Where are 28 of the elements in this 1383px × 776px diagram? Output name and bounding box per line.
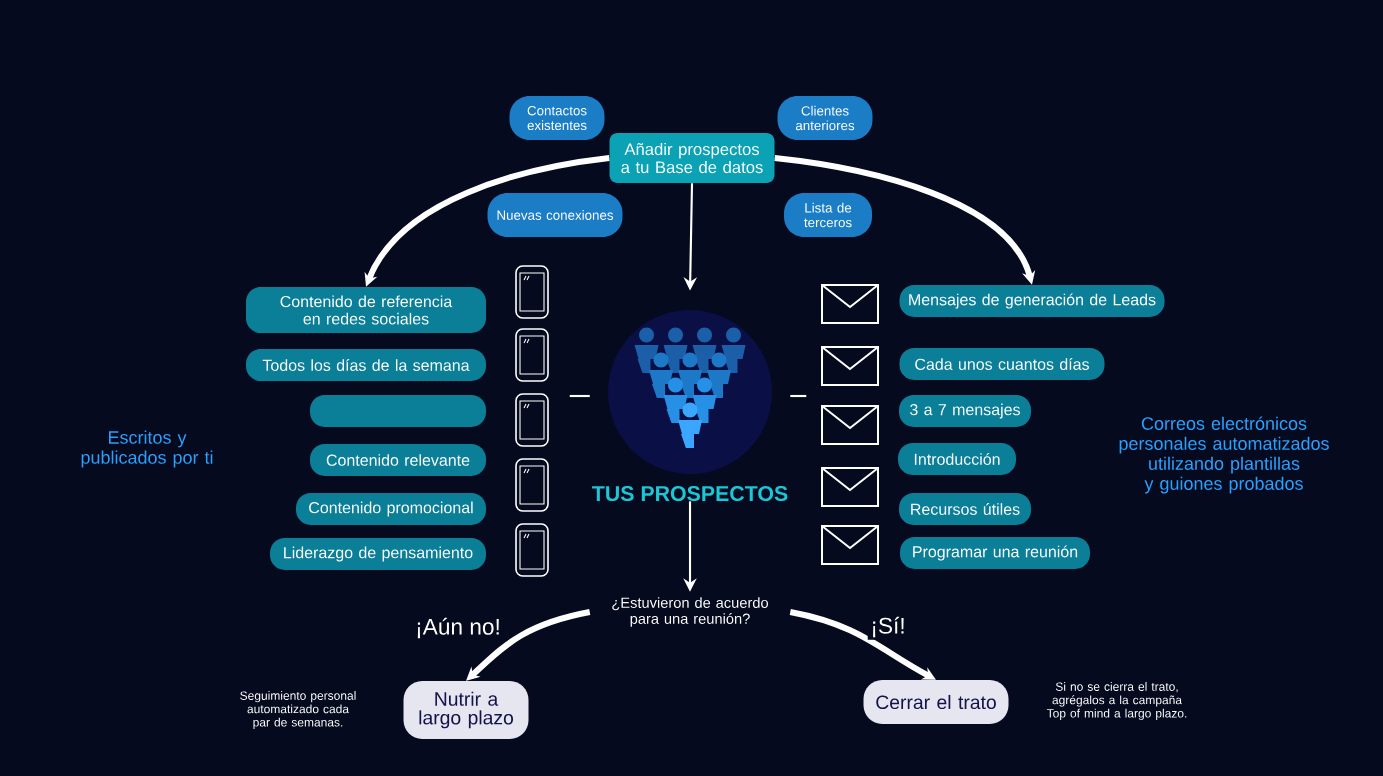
step-pill: Liderazgo de pensamiento [270, 538, 486, 570]
step-pill: Contenido de referencia en redes sociales [246, 287, 486, 333]
step-pill: 3 a 7 mensajes [899, 395, 1031, 427]
step-pill: Contenido promocional [296, 493, 486, 525]
source-pill: Clientes anteriores [777, 96, 873, 140]
step-pill: Contenido relevante [310, 444, 486, 476]
edge-label: ¡Aún no! [412, 615, 504, 641]
source-pill: Contactos existentes [509, 96, 605, 140]
step-pill: Recursos útiles [899, 493, 1031, 525]
outcome-pill: Cerrar el trato [863, 680, 1009, 724]
process-box: Añadir prospectos a tu Base de datos [609, 133, 775, 183]
arrow [466, 609, 591, 681]
step-pill: Introducción [898, 443, 1016, 475]
step-pill: Programar una reunión [900, 537, 1090, 569]
note-text: Correos electrónicos personales automatizados utilizando plantillas y guiones probados [1119, 416, 1329, 494]
step-pill: Todos los días de la semana [246, 349, 486, 381]
question-text: ¿Estuvieron de acuerdo para una reunión? [612, 597, 769, 627]
source-pill: Lista de terceros [784, 193, 872, 237]
step-pill: Cada unos cuantos días [899, 348, 1105, 380]
outcome-pill: Nutrir a largo plazo [403, 681, 529, 739]
step-pill [310, 395, 486, 427]
source-pill: Nuevas conexiones [487, 193, 623, 237]
step-pill: Mensajes de generación de Leads [899, 285, 1165, 317]
note-text: Seguimiento personal automatizado cada par de semanas. [240, 691, 356, 729]
note-text: Si no se cierra el trato, agrégalos a la campaña Top of mind a largo plazo. [1046, 682, 1187, 720]
edge-label: ¡Sí! [867, 614, 909, 640]
note-text: Escritos y publicados por ti [81, 430, 213, 468]
prospects-heading: TUS PROSPECTOS [592, 486, 788, 502]
